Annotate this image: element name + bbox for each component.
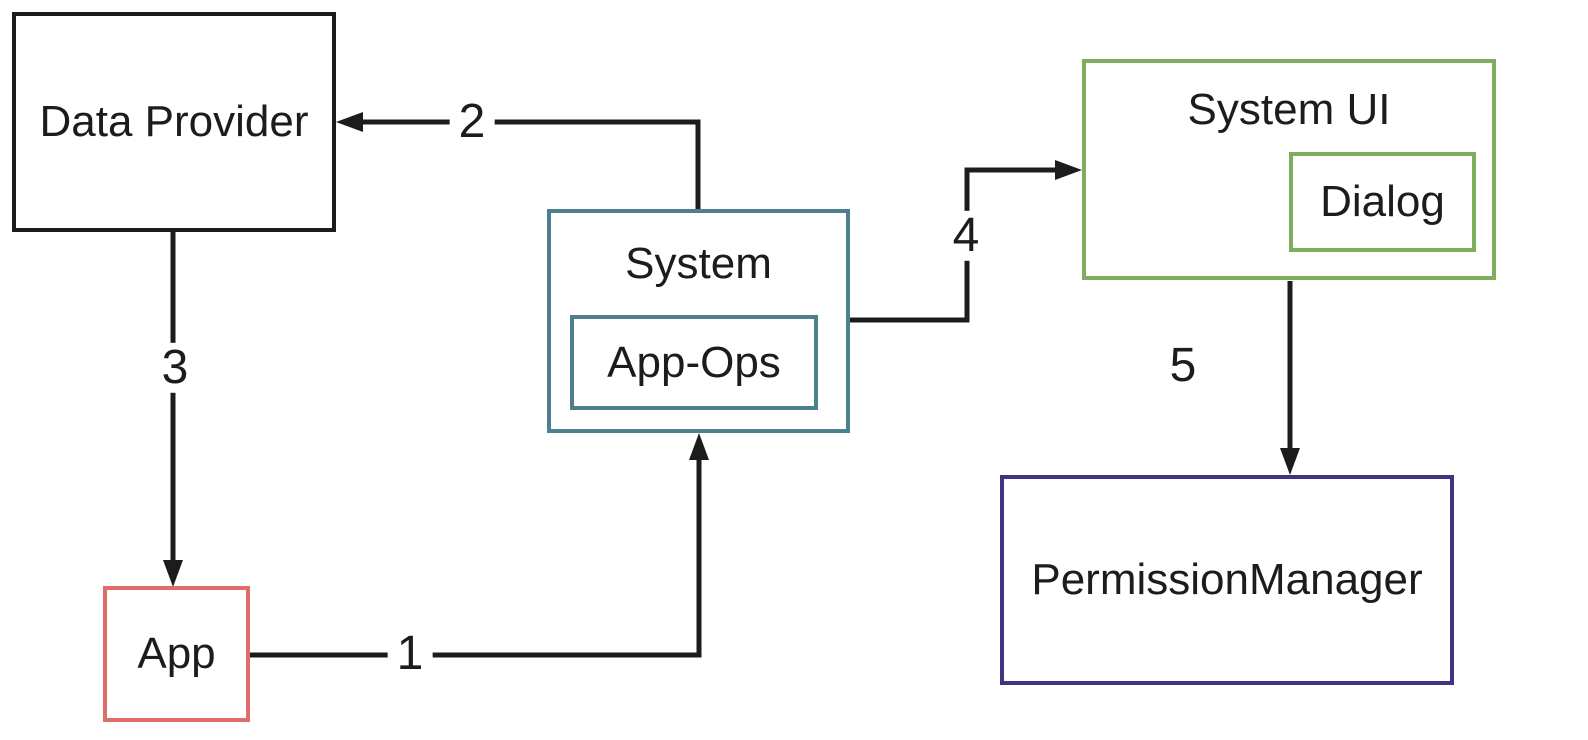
node-permission-manager-label: PermissionManager [1031, 555, 1423, 604]
arrow-5 [1280, 281, 1300, 475]
node-system: System App-Ops [547, 209, 850, 433]
connector-label-2: 2 [449, 96, 495, 148]
node-dialog-label: Dialog [1320, 177, 1445, 226]
arrow-1 [250, 433, 709, 658]
node-system-ui: System UI Dialog [1082, 59, 1496, 280]
node-permission-manager: PermissionManager [1000, 475, 1454, 685]
node-data-provider-label: Data Provider [39, 97, 309, 146]
connector-label-3: 3 [152, 342, 198, 394]
node-dialog: Dialog [1289, 152, 1476, 252]
node-system-label: System [625, 239, 772, 288]
connector-label-5: 5 [1169, 338, 1197, 392]
node-app: App [103, 586, 250, 722]
arrow-3 [163, 232, 183, 587]
connector-label-4: 4 [943, 210, 989, 262]
connector-label-1: 1 [387, 628, 433, 680]
node-app-ops-label: App-Ops [607, 337, 781, 387]
node-system-ui-label: System UI [1187, 85, 1391, 134]
arrow-2 [336, 112, 701, 210]
node-app-ops: App-Ops [570, 315, 818, 410]
node-app-label: App [137, 629, 216, 678]
node-data-provider: Data Provider [12, 12, 336, 232]
